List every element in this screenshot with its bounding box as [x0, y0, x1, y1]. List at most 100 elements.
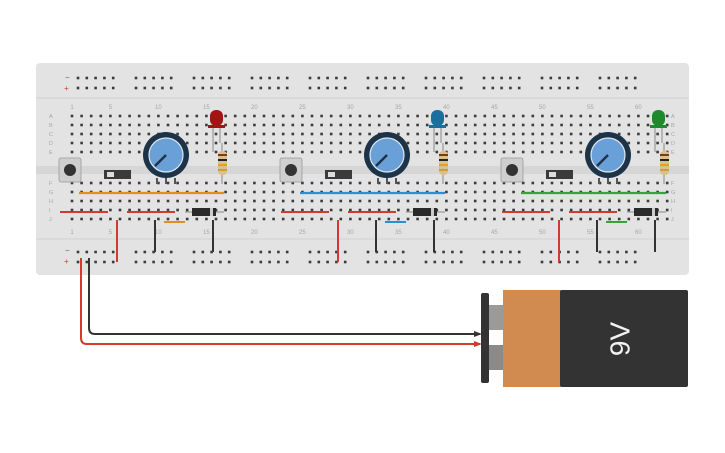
- diode[interactable]: [413, 208, 437, 216]
- hole: [541, 114, 544, 118]
- hole: [550, 123, 554, 127]
- hole: [531, 114, 535, 118]
- column-number-bottom: 5: [109, 230, 113, 236]
- slide-switch[interactable]: [546, 170, 573, 179]
- rail-hole: [94, 260, 97, 264]
- hole: [368, 132, 371, 136]
- hole: [281, 132, 285, 136]
- rail-hole: [459, 86, 463, 90]
- led[interactable]: [210, 110, 223, 126]
- hole: [627, 114, 631, 118]
- hole: [310, 150, 314, 154]
- hole: [617, 208, 621, 212]
- rail-hole: [607, 86, 611, 90]
- slide-switch[interactable]: [104, 170, 131, 179]
- battery-9v[interactable]: 9V: [481, 290, 688, 387]
- rail-hole: [326, 86, 329, 90]
- rail-hole: [375, 76, 379, 80]
- hole: [301, 150, 304, 154]
- rail-hole: [201, 260, 205, 264]
- row-letter-left: I: [49, 208, 51, 214]
- potentiometer-pin: [174, 178, 176, 184]
- hole: [579, 114, 583, 118]
- resistor-band: [218, 154, 227, 156]
- rail-hole: [567, 260, 570, 264]
- rail-hole: [491, 86, 495, 90]
- resistor-band: [439, 169, 448, 171]
- row-letter-right: A: [671, 114, 675, 120]
- rail-hole: [161, 86, 164, 90]
- hole: [109, 123, 112, 127]
- hole: [665, 199, 669, 203]
- led[interactable]: [431, 110, 444, 126]
- hole: [349, 150, 352, 154]
- pushbutton-cap: [506, 164, 518, 176]
- hole: [358, 150, 362, 154]
- hole: [368, 181, 371, 185]
- hole: [99, 208, 103, 212]
- hole: [512, 190, 515, 194]
- hole: [272, 208, 275, 212]
- hole: [550, 150, 554, 154]
- diode[interactable]: [192, 208, 216, 216]
- hole: [464, 150, 467, 154]
- hole: [233, 199, 237, 203]
- hole: [310, 114, 314, 118]
- hole: [195, 141, 199, 145]
- hole: [349, 217, 352, 221]
- potentiometer-pin: [377, 178, 379, 184]
- rail-hole: [517, 260, 521, 264]
- potentiometer-pin: [616, 178, 618, 184]
- rail-minus-top: −: [65, 73, 70, 82]
- rail-plus-bottom: +: [64, 257, 69, 266]
- wire-black-battery[interactable]: [88, 258, 480, 335]
- circuit-block: [58, 110, 227, 262]
- hole: [445, 208, 448, 212]
- hole: [493, 132, 496, 136]
- hole: [598, 123, 602, 127]
- column-number-top: 15: [203, 105, 210, 111]
- led[interactable]: [652, 110, 665, 126]
- rail-hole: [384, 86, 387, 90]
- diode-band: [431, 208, 434, 216]
- rail-hole: [625, 86, 628, 90]
- hole: [80, 150, 83, 154]
- hole: [157, 199, 160, 203]
- hole: [368, 114, 371, 118]
- rail-hole: [616, 76, 619, 80]
- rail-hole: [161, 260, 164, 264]
- hole: [665, 208, 669, 212]
- hole: [118, 208, 122, 212]
- diode-band: [210, 208, 213, 216]
- hole: [253, 208, 256, 212]
- hole: [320, 199, 323, 203]
- hole: [483, 199, 487, 203]
- hole: [281, 114, 285, 118]
- hole: [483, 208, 487, 212]
- hole: [243, 132, 247, 136]
- wire-red-battery[interactable]: [80, 258, 480, 345]
- rail-hole: [575, 260, 579, 264]
- hole: [185, 141, 189, 145]
- rail-minus-bottom: −: [65, 246, 70, 255]
- diode[interactable]: [634, 208, 658, 216]
- hole: [80, 181, 83, 185]
- rail-hole: [616, 86, 619, 90]
- rail-hole: [152, 86, 155, 90]
- rail-hole: [393, 86, 396, 90]
- hole: [627, 181, 631, 185]
- hole: [99, 132, 103, 136]
- hole: [70, 217, 74, 221]
- resistor-band: [660, 159, 669, 161]
- slide-switch[interactable]: [325, 170, 352, 179]
- hole: [262, 217, 266, 221]
- hole: [416, 132, 419, 136]
- hole: [262, 114, 266, 118]
- hole: [128, 141, 131, 145]
- hole: [70, 132, 74, 136]
- hole: [569, 123, 573, 127]
- column-number-top: 1: [70, 105, 74, 111]
- hole: [377, 114, 381, 118]
- hole: [637, 132, 640, 136]
- hole: [560, 199, 563, 203]
